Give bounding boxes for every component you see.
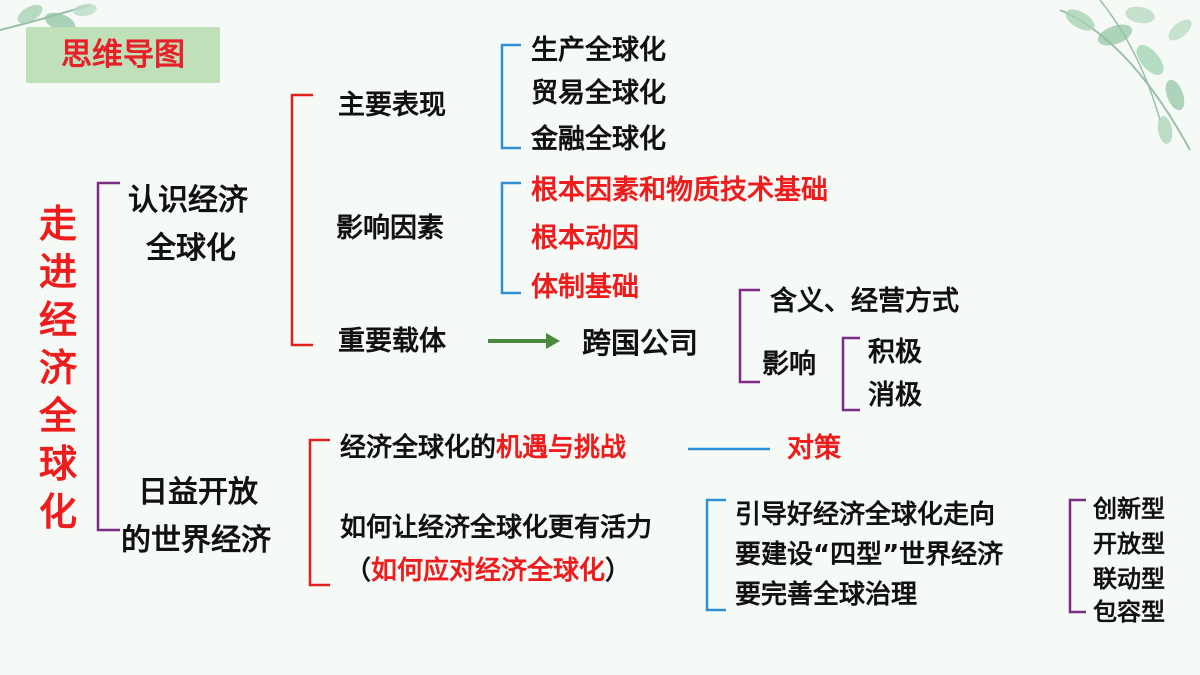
vitality-item: 引导好经济全球化走向 (735, 500, 996, 530)
root-topic: 走进经济全球化 (38, 202, 77, 534)
factor-bracket (500, 181, 521, 295)
mnc-meaning-item: 含义、经营方式 (770, 286, 959, 317)
vitality-topic: 如何让经济全球化更有活力 (340, 513, 653, 543)
branch2-label-line1: 日益开放 (138, 475, 258, 510)
vitality-subtopic-open: （ (345, 556, 372, 586)
four-types-item: 包容型 (1093, 598, 1165, 626)
mindmap-badge: 思维导图 (26, 27, 220, 83)
branch1-bracket (290, 93, 313, 347)
manifestation-topic: 主要表现 (338, 90, 446, 121)
factor-item: 根本动因 (531, 223, 639, 254)
opportunity-topic-highlight: 机遇与挑战 (496, 433, 627, 463)
vitality-subtopic-close: ） (605, 556, 632, 586)
branch2-label-line2: 的世界经济 (121, 523, 271, 558)
factor-item: 根本因素和物质技术基础 (531, 175, 828, 206)
factor-topic: 影响因素 (336, 213, 444, 244)
influence-bracket (841, 336, 860, 412)
opportunity-topic-plain: 经济全球化的 (340, 433, 497, 463)
vitality-item: 要完善全球治理 (735, 580, 918, 610)
manifestation-item: 贸易全球化 (531, 78, 666, 109)
leaf-decoration-top-left-icon (0, 3, 97, 32)
vitality-subtopic: （如何应对经济全球化） (345, 556, 631, 587)
four-types-item: 开放型 (1093, 530, 1165, 558)
manifestation-item: 金融全球化 (531, 124, 666, 155)
arrow-right-icon (488, 333, 560, 349)
influence-negative-item: 消极 (868, 380, 922, 411)
leaf-decoration-top-right-icon (1059, 0, 1192, 151)
factor-item: 体制基础 (531, 272, 639, 303)
four-types-item: 创新型 (1093, 495, 1165, 523)
opportunity-topic: 经济全球化的机遇与挑战 (340, 433, 626, 464)
four-types-item: 联动型 (1093, 565, 1165, 593)
countermeasure-item: 对策 (787, 433, 841, 464)
vitality-item: 要建设“四型”世界经济 (735, 540, 1004, 570)
manifestation-bracket (500, 43, 521, 150)
mnc-influence-item: 影响 (762, 349, 816, 380)
branch2-bracket (308, 438, 330, 587)
mnc-bracket (738, 288, 760, 384)
four-types-bracket (1068, 498, 1086, 614)
vitality-bracket (705, 498, 726, 612)
manifestation-item: 生产全球化 (531, 35, 666, 66)
root-bracket (96, 181, 120, 532)
influence-positive-item: 积极 (868, 337, 922, 368)
branch1-label-line1: 认识经济 (128, 183, 248, 218)
branch1-label-line2: 全球化 (146, 231, 236, 266)
mnc-topic: 跨国公司 (582, 326, 699, 360)
vitality-subtopic-highlight: 如何应对经济全球化 (371, 556, 606, 586)
carrier-topic: 重要载体 (338, 326, 446, 357)
